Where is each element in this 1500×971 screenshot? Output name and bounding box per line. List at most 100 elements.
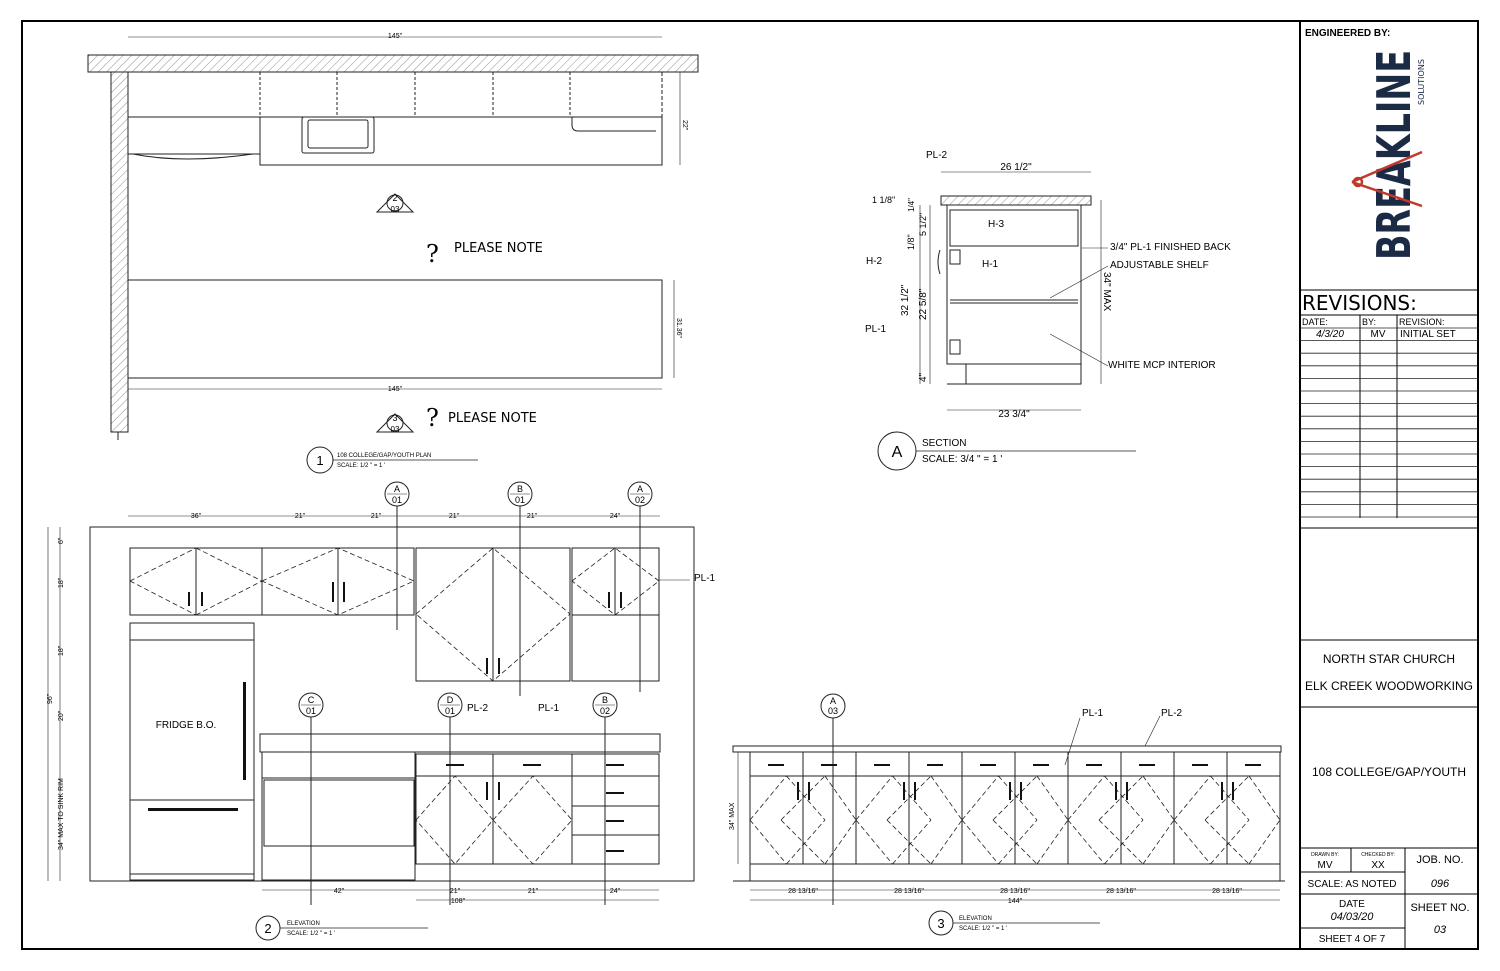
callout-num: 2: [392, 193, 397, 203]
section-shelf: ADJUSTABLE SHELF: [1110, 260, 1209, 271]
sheet-border: [21, 20, 1479, 950]
plan-dim-top: 145": [388, 33, 403, 40]
elev3-total: 144": [1008, 898, 1023, 905]
rev-row-by: MV: [1371, 329, 1386, 340]
elev3-unit-dim: 28 13/16": [788, 888, 818, 895]
elev2-view-scale: SCALE: 1/2 " = 1 ': [287, 931, 335, 937]
callout-sheet: 03: [391, 205, 400, 214]
plan-view-scale: SCALE: 1/2 " = 1 ': [337, 463, 385, 469]
section-view-title: SECTION: [922, 438, 966, 449]
handles: [148, 582, 624, 852]
date-value: 04/03/20: [1331, 911, 1375, 923]
elev2-callout-sheet: 02: [635, 495, 645, 505]
elev2-callout-sheet: 01: [306, 706, 316, 716]
section-top-thk: 1 1/8": [872, 195, 895, 205]
elev2-view-title: ELEVATION: [287, 921, 320, 927]
elev2-callout-sheet: 02: [600, 706, 610, 716]
logo-sub: SOLUTIONS: [1417, 59, 1426, 105]
elev2-bottom-dim: 42": [334, 888, 345, 895]
question-icon: ?: [426, 404, 439, 432]
section-max: 34" MAX: [1101, 272, 1112, 311]
section-view: [877, 171, 1136, 471]
elev3-unit-dim: 28 13/16": [1212, 888, 1242, 895]
title-block: [1300, 289, 1478, 949]
elev2-top-dim: 24": [610, 513, 621, 520]
plan-view-num: 1: [316, 453, 323, 468]
section-h3: H-3: [988, 219, 1005, 230]
checked-by-value: XX: [1371, 860, 1385, 871]
elev2-callout-letter: A: [394, 484, 400, 494]
section-d-5half: 5 1/2": [918, 213, 928, 236]
elev2-callout-sheet: 01: [515, 495, 525, 505]
elevation-2: [47, 481, 695, 941]
elev3-pl1: PL-1: [1082, 708, 1104, 719]
plan-note-1: PLEASE NOTE: [454, 241, 543, 256]
elev2-bottom-dim: 21": [528, 888, 539, 895]
elev2-view-num: 2: [264, 921, 271, 936]
job-no-value: 096: [1431, 878, 1450, 890]
elev2-overall-height: 96": [47, 693, 54, 704]
elev2-left-dim: 34" MAX TO SINK RIM: [58, 778, 65, 850]
elev2-bottom-dim: 21": [450, 888, 461, 895]
section-back: 3/4" PL-1 FINISHED BACK: [1110, 242, 1231, 253]
sheet-of: SHEET 4 OF 7: [1319, 934, 1386, 945]
project-name: 108 COLLEGE/GAP/YOUTH: [1312, 765, 1466, 779]
elev2-pl1b: PL-1: [538, 703, 560, 714]
rev-row-date: 4/3/20: [1316, 329, 1344, 340]
elev2-left-dim: 20": [58, 710, 65, 721]
elev2-bottom-total: 108": [451, 898, 466, 905]
rev-row-revision: INITIAL SET: [1400, 329, 1456, 340]
elev3-unit-dim: 28 13/16": [1106, 888, 1136, 895]
elev2-callout-letter: D: [447, 695, 454, 705]
elev2-top-dim: 36": [191, 513, 202, 520]
elev3-callout-letter: A: [830, 696, 836, 706]
elev2-callout-letter: A: [637, 484, 643, 494]
section-pl1: PL-1: [865, 324, 887, 335]
callout-num: 3: [392, 413, 397, 423]
section-depth: 23 3/4": [998, 409, 1030, 420]
engineered-by-label: ENGINEERED BY:: [1305, 28, 1390, 39]
plan-view-title: 108 COLLEGE/GAP/YOUTH PLAN: [337, 453, 431, 459]
compass-icon: [1351, 150, 1423, 208]
scale-note: SCALE: AS NOTED: [1308, 879, 1397, 890]
elev2-bottom-dim: 24": [610, 888, 621, 895]
section-pl2: PL-2: [926, 150, 948, 161]
section-h2: H-2: [866, 256, 883, 267]
elev2-top-dim: 21": [295, 513, 306, 520]
elev2-top-dim: 21": [449, 513, 460, 520]
drawn-by-value: MV: [1318, 860, 1333, 871]
section-width: 26 1/2": [1000, 162, 1032, 173]
elev3-callout-sheet: 03: [828, 706, 838, 716]
elev2-callout-sheet: 01: [445, 706, 455, 716]
plan-dim-right-lower: 31.36": [675, 318, 682, 339]
checked-by-label: CHECKED BY:: [1361, 852, 1395, 858]
callout-sheet: 03: [391, 425, 400, 434]
plan-dim-bottom: 145": [388, 386, 403, 393]
client-name: NORTH STAR CHURCH: [1323, 652, 1455, 666]
elev3-view-scale: SCALE: 1/2 " = 1 ': [959, 926, 1007, 932]
elev2-callout-letter: B: [517, 484, 523, 494]
section-h1: H-1: [982, 259, 999, 270]
revisions-title: REVISIONS:: [1302, 291, 1417, 315]
section-h32: 32 1/2": [900, 284, 911, 316]
elev2-pl1: PL-1: [694, 573, 716, 584]
section-interior: WHITE MCP INTERIOR: [1108, 360, 1216, 371]
elev3-unit-dim: 28 13/16": [1000, 888, 1030, 895]
section-d-18: 1/8": [906, 234, 916, 250]
sheet-no-label: SHEET NO.: [1410, 902, 1469, 914]
drawn-by-label: DRAWN BY:: [1311, 852, 1339, 858]
elev2-left-dim: 6": [58, 537, 65, 544]
plan-note-2: PLEASE NOTE: [448, 411, 537, 426]
elev3-unit-dim: 28 13/16": [894, 888, 924, 895]
elev2-callout-sheet: 01: [392, 495, 402, 505]
elev3-height: 34" MAX: [729, 802, 736, 830]
section-view-scale: SCALE: 3/4 " = 1 ': [922, 454, 1002, 465]
contractor-name: ELK CREEK WOODWORKING: [1305, 679, 1473, 693]
section-view-letter: A: [892, 444, 903, 461]
section-h22: 22 5/8": [918, 288, 929, 320]
fridge-label: FRIDGE B.O.: [156, 720, 217, 731]
plan-dim-right-upper: 22": [681, 120, 688, 131]
elev2-left-dim: 18": [58, 577, 65, 588]
elev3-view-title: ELEVATION: [959, 916, 992, 922]
